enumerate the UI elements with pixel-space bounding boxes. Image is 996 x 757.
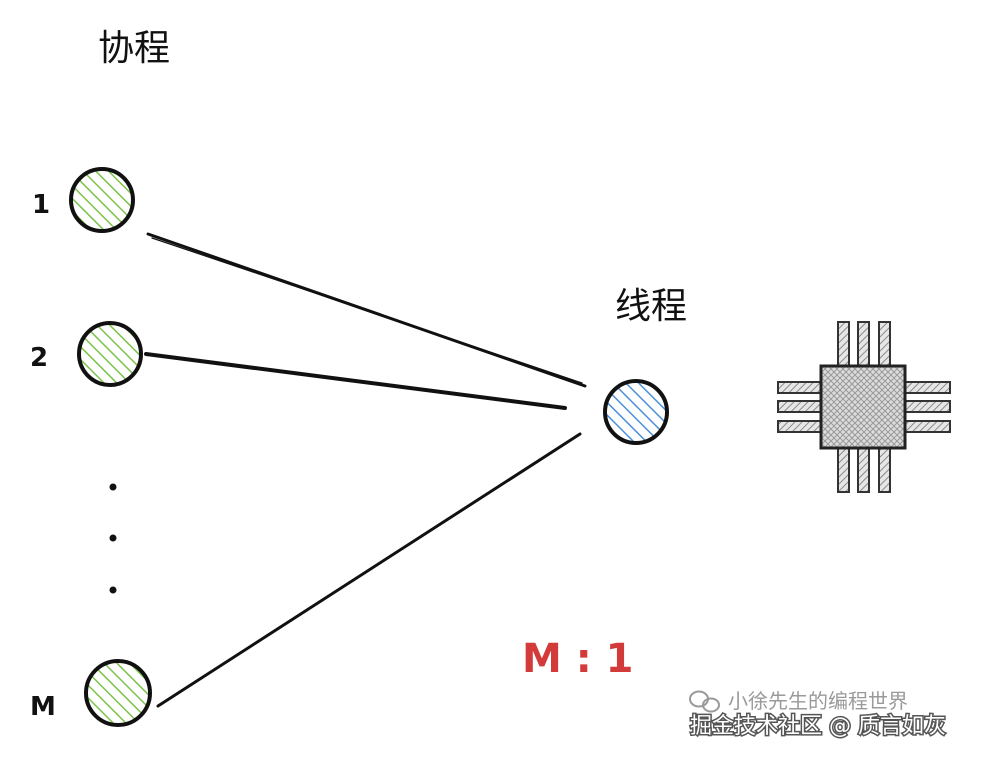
coroutine-node-1: 1 <box>32 167 135 233</box>
coroutine-label-1: 1 <box>32 190 50 220</box>
connection-line-1-sketch <box>151 237 583 384</box>
coroutine-label-m: M <box>30 692 56 722</box>
ratio-label: M : 1 <box>522 636 633 682</box>
ellipsis-dots <box>109 483 117 594</box>
watermark: 小徐先生的编程世界 掘金技术社区 @ 质言如灰 <box>689 689 948 741</box>
coroutine-circle-m <box>84 659 152 727</box>
connection-line-3 <box>156 432 582 708</box>
coroutine-label-2: 2 <box>30 343 48 373</box>
thread-circle <box>603 379 669 445</box>
wechat-icon <box>689 690 720 713</box>
coroutine-title: 协程 <box>98 28 170 69</box>
thread-label: 线程 <box>615 286 687 327</box>
thread-node: 线程 <box>603 286 687 445</box>
cpu-chip-icon <box>777 321 951 493</box>
coroutine-circle-1 <box>69 167 135 233</box>
coroutine-circle-2 <box>77 321 143 387</box>
ellipsis-dot <box>109 483 117 491</box>
watermark-line-1: 小徐先生的编程世界 <box>728 689 908 713</box>
connection-line-2 <box>144 352 567 410</box>
ellipsis-dot <box>109 586 117 594</box>
coroutine-node-2: 2 <box>30 321 143 387</box>
connection-lines <box>144 232 587 708</box>
ellipsis-dot <box>109 534 117 542</box>
coroutine-node-m: M <box>30 659 152 727</box>
watermark-line-2: 掘金技术社区 @ 质言如灰 <box>690 714 946 739</box>
